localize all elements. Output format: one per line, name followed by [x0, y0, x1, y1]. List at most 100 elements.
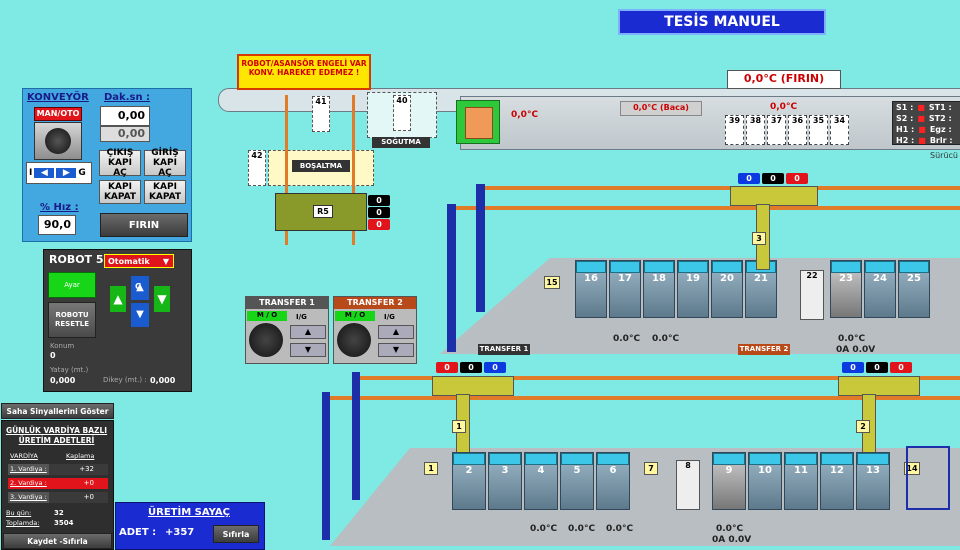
slot-42: 42 [248, 150, 266, 186]
transfer1-up-button[interactable]: ▲ [290, 325, 326, 339]
indicator-black: 0 [866, 362, 888, 373]
indicator-black: 0 [460, 362, 482, 373]
machine-2: 2 [452, 452, 486, 510]
arrow-up-blue-icon[interactable]: ▲ [131, 276, 149, 300]
arrow-up-green-icon[interactable]: ▲ [110, 286, 126, 312]
uretim-sayac-title: ÜRETİM SAYAÇ [148, 507, 230, 518]
direction-control[interactable]: I ◀ ▶ G [26, 162, 92, 184]
kapi-kapat-button-2[interactable]: KAPI KAPAT [144, 180, 186, 204]
machine-20: 20 [711, 260, 743, 318]
upper-temp-right: 0.0°C [838, 334, 866, 344]
oven-door-icon [456, 100, 500, 144]
slot-40-label: 40 [393, 95, 411, 131]
shift-label: 1. Vardiya : [8, 464, 50, 475]
ayar-button[interactable]: Ayar [48, 272, 96, 298]
yatay-value: 0,000 [50, 376, 76, 385]
oven-slot: 37 [767, 115, 786, 145]
sifirla-button[interactable]: Sıfırla [213, 525, 259, 543]
g-label-icon: G [135, 282, 142, 291]
status-led-icon: ■ [917, 114, 925, 123]
transfer1-switch[interactable] [249, 323, 283, 357]
machine-10: 10 [748, 452, 782, 510]
robot2-indicators: 0 0 0 [842, 362, 912, 373]
kapi-kapat-button-1[interactable]: KAPI KAPAT [99, 180, 141, 204]
firin-temp: 0,0°C (FIRIN) [727, 70, 841, 89]
upper-rail-1 [476, 186, 960, 190]
adet-value: +357 [165, 527, 195, 538]
indicator-blue: 0 [738, 173, 760, 184]
status-key2: Brlr : [929, 136, 953, 145]
sogutma-label: SOĞUTMA [372, 137, 430, 148]
transfer1-title: TRANSFER 1 [246, 297, 328, 309]
transfer2-down-button[interactable]: ▼ [378, 343, 414, 357]
upper-temp-2: 0.0°C [652, 334, 680, 344]
g-label: G [78, 168, 86, 178]
dak-sn-input-1[interactable]: 0,00 [100, 106, 150, 126]
machine-3: 3 [488, 452, 522, 510]
dropdown-arrow-icon: ▼ [162, 257, 169, 266]
arrow-right-icon[interactable]: ▶ [56, 168, 77, 178]
lower-post-2 [322, 392, 330, 540]
lower-temp-2: 0.0°C [568, 524, 596, 534]
machine-18: 18 [643, 260, 675, 318]
yatay-label: Yatay (mt.) [50, 366, 89, 374]
machine-11: 11 [784, 452, 818, 510]
indicator-blue: 0 [842, 362, 864, 373]
status-key2: Egz : [929, 125, 952, 134]
shift-value: +32 [49, 464, 108, 475]
lower-machines: 2 3 4 5 6 [452, 452, 630, 510]
hiz-input[interactable]: 90,0 [38, 215, 76, 235]
bugun-label: Bu gün: [6, 509, 32, 517]
oven-slots: 39 38 37 36 35 34 [725, 115, 849, 145]
transfer1-ig: I/G [296, 313, 307, 321]
robot2-number: 2 [856, 420, 870, 433]
kaydet-button[interactable]: Kaydet -Sıfırla [3, 533, 112, 549]
robot-reset-button[interactable]: ROBOTU RESETLE [48, 302, 96, 338]
status-key2: ST2 : [928, 114, 952, 123]
firin-button[interactable]: FIRIN [100, 213, 188, 237]
indicator-blue: 0 [484, 362, 506, 373]
dak-sn-label: Dak.sn : [104, 92, 151, 103]
upper-machines-2: 23 24 25 [830, 260, 930, 318]
baca-temp: 0,0°C (Baca) [620, 101, 702, 116]
robot5-mode-select[interactable]: Otomatik ▼ [104, 254, 174, 268]
arrow-left-icon[interactable]: ◀ [34, 168, 55, 178]
machine-5: 5 [560, 452, 594, 510]
robot5-jog-pad[interactable]: ▲ ▲ G ▼ ▼ [108, 276, 172, 328]
machine-9: 9 [712, 452, 746, 510]
transfer1-down-button[interactable]: ▼ [290, 343, 326, 357]
surucu-label: Sürücü [930, 151, 958, 160]
transfer2-up-button[interactable]: ▲ [378, 325, 414, 339]
oven-slot: 38 [746, 115, 765, 145]
transfer2-mo: M / O [335, 311, 375, 321]
transfer2-switch[interactable] [337, 323, 371, 357]
station-label-1: 1 [424, 462, 438, 475]
transfer2-ig: I/G [384, 313, 395, 321]
lower-rail-1 [352, 376, 960, 380]
status-key: H2 : [896, 136, 915, 145]
man-oto-switch[interactable] [34, 122, 82, 160]
lower-rail-2 [322, 396, 960, 400]
bosaltma-area: BOŞALTMA [268, 150, 374, 186]
arrow-down-green-icon[interactable]: ▼ [154, 286, 170, 312]
shift-row: 1. Vardiya : +32 [8, 464, 108, 475]
status-led-icon: ■ [918, 125, 926, 134]
r5-label: R5 [313, 205, 333, 218]
cikis-kapi-ac-button[interactable]: ÇIKIŞ KAPI AÇ [99, 148, 141, 178]
indicator-red: 0 [436, 362, 458, 373]
arrow-down-blue-icon[interactable]: ▼ [131, 303, 149, 327]
machine-6: 6 [596, 452, 630, 510]
upper-post-1 [476, 184, 485, 312]
slot-41: 41 [312, 96, 330, 132]
toplam-label: Toplamda: [6, 519, 40, 527]
transfer1-tag: TRANSFER 1 [478, 344, 530, 355]
saha-sinyal-button[interactable]: Saha Sinyallerini Göster [1, 403, 114, 419]
machine-8: 8 [676, 460, 700, 510]
production-title-1: GÜNLÜK VARDİYA BAZLI [5, 426, 108, 435]
status-key: S1 : [896, 103, 914, 112]
giris-kapi-ac-button[interactable]: GİRİŞ KAPI AÇ [144, 148, 186, 178]
r5-indicators: 0 0 0 [368, 195, 390, 230]
transfer2-panel: TRANSFER 2 M / O I/G ▲ ▼ [333, 296, 417, 364]
machine-16: 16 [575, 260, 607, 318]
toplam-value: 3504 [54, 519, 74, 527]
